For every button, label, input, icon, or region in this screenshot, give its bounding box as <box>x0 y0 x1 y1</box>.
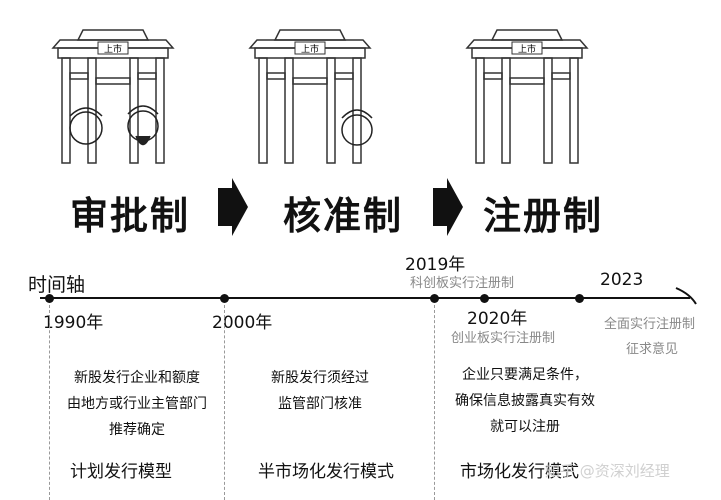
note-2023-line1: 全面实行注册制 <box>604 317 696 332</box>
gate-sign-2: 上市 <box>301 43 319 55</box>
stage-mode-verification: 半市场化发行模式 <box>258 462 394 482</box>
arrow-right-icon <box>433 178 463 236</box>
arrow-right-icon <box>218 178 248 236</box>
year-2020: 2020年 <box>467 309 528 329</box>
timeline-dot-2019 <box>430 294 439 303</box>
timeline-dot-2020 <box>480 294 489 303</box>
gate-illustration-1: 上市 <box>51 29 175 164</box>
timeline-dot-1990 <box>45 294 54 303</box>
timeline-dot-2023 <box>575 294 584 303</box>
stage-title-approval: 审批制 <box>70 194 191 238</box>
gate-illustration-3: 上市 <box>465 29 589 164</box>
separator-line <box>434 305 435 500</box>
stage-desc-registration: 企业只要满足条件，确保信息披露真实有效就可以注册 <box>455 367 595 435</box>
year-2000: 2000年 <box>212 313 273 333</box>
separator-line <box>224 305 225 500</box>
note-2020: 创业板实行注册制 <box>451 331 556 346</box>
stage-desc-verification: 新股发行须经过监管部门核准 <box>271 370 369 412</box>
stage-title-verification: 核准制 <box>283 194 404 238</box>
gate-illustration-2: 上市 <box>248 29 373 164</box>
note-2023-line2: 征求意见 <box>626 342 679 357</box>
timeline-label: 时间轴 <box>28 274 86 296</box>
stage-mode-approval: 计划发行模型 <box>70 462 172 482</box>
stage-mode-registration: 市场化发行模式 <box>460 462 579 482</box>
year-2019: 2019年 <box>405 255 466 275</box>
year-1990: 1990年 <box>43 313 104 333</box>
timeline-dot-2000 <box>220 294 229 303</box>
year-2023: 2023 <box>600 270 644 290</box>
stage-title-registration: 注册制 <box>483 194 604 238</box>
note-2019: 科创板实行注册制 <box>410 276 515 291</box>
stage-desc-approval: 新股发行企业和额度由地方或行业主管部门推荐确定 <box>67 370 207 438</box>
gate-sign-1: 上市 <box>104 43 122 55</box>
separator-line <box>49 305 50 500</box>
watermark: 知乎 @资深刘经理 <box>545 462 670 480</box>
gate-sign-3: 上市 <box>518 43 536 55</box>
